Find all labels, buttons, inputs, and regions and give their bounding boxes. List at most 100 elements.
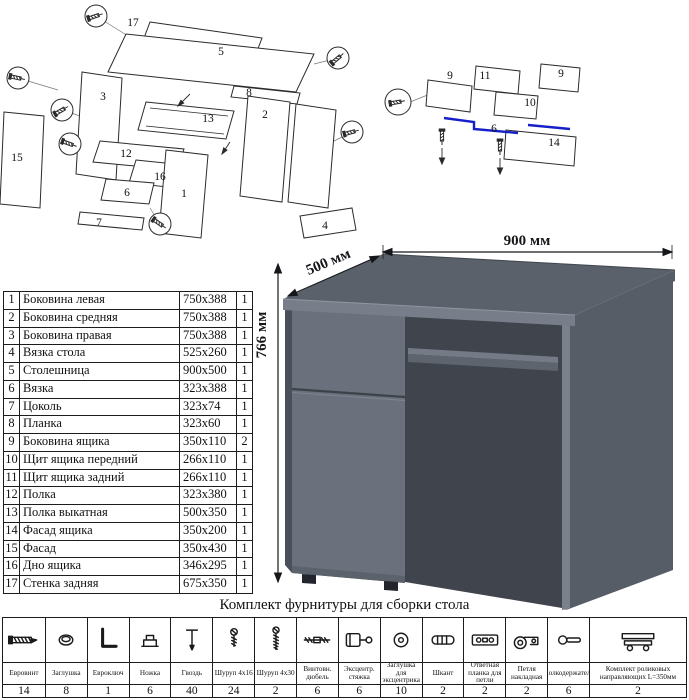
drawer-seam bbox=[291, 387, 406, 399]
hardware-item-label: Евровинт bbox=[3, 662, 45, 684]
foot-icon bbox=[130, 618, 171, 662]
panel-desk-brace-4 bbox=[299, 207, 357, 239]
hardware-item-qty: 2 bbox=[255, 684, 296, 697]
tabletop-top bbox=[283, 254, 675, 315]
parts-cell-qty: 1 bbox=[236, 521, 253, 541]
part-label: 13 bbox=[202, 113, 214, 125]
parts-cell-size: 350x430 bbox=[179, 539, 237, 559]
part-number-labels: 9 11 9 10 6 14 bbox=[447, 68, 564, 149]
euroscrew-icon bbox=[3, 618, 45, 662]
part-label: 6 bbox=[124, 187, 130, 199]
pedestal-left-edge bbox=[285, 305, 292, 573]
keyboard-tray-top bbox=[408, 348, 558, 363]
parts-cell-num: 4 bbox=[3, 344, 20, 363]
cam-lock-icon bbox=[339, 618, 380, 662]
parts-cell-size: 750x388 bbox=[179, 326, 237, 346]
parts-cell-qty: 1 bbox=[236, 504, 253, 523]
part-label: 15 bbox=[11, 152, 23, 164]
panel-drawer-facade-14 bbox=[503, 129, 577, 167]
panel-side-2 bbox=[239, 95, 291, 203]
hardware-item-label: Полкодержатель bbox=[548, 662, 589, 684]
hardware-item-label: Ответная планка для петли bbox=[464, 662, 506, 684]
hardware-item-qty: 14 bbox=[3, 684, 45, 697]
hardware-item-qty: 2 bbox=[464, 684, 506, 697]
hardware-item-label: Винтовн. дюбель bbox=[297, 662, 338, 684]
panel-side-extra bbox=[287, 103, 337, 209]
parts-cell-qty: 1 bbox=[236, 415, 253, 434]
tabletop-back-line bbox=[382, 253, 676, 271]
parts-cell-num: 1 bbox=[3, 291, 20, 310]
dimension-height bbox=[273, 262, 283, 584]
parts-cell-qty: 1 bbox=[236, 575, 253, 594]
parts-cell-qty: 1 bbox=[236, 397, 253, 417]
pedestal-plinth bbox=[292, 566, 405, 583]
hardware-item-label: Заглушка для эксцентрика bbox=[380, 662, 422, 684]
parts-cell-name: Планка bbox=[19, 415, 180, 434]
part-label: 3 bbox=[100, 91, 106, 103]
panel-drawer-side-9b bbox=[538, 63, 581, 93]
hardware-item-qty: 6 bbox=[129, 684, 171, 697]
parts-cell-name: Дно ящика bbox=[19, 557, 180, 576]
main-exploded-diagram: 17 5 8 3 13 12 15 16 6 1 2 4 7 bbox=[0, 4, 364, 239]
parts-cell-num: 5 bbox=[3, 362, 20, 381]
parts-cell-num: 11 bbox=[3, 468, 20, 488]
parts-cell-name: Фасад ящика bbox=[19, 521, 180, 541]
direction-arrows bbox=[176, 93, 231, 156]
parts-cell-size: 900x500 bbox=[179, 362, 237, 381]
hardware-item-qty: 1 bbox=[87, 684, 129, 697]
hardware-item-qty: 2 bbox=[506, 684, 548, 697]
parts-cell-num: 3 bbox=[3, 326, 20, 346]
tabletop-right-edge bbox=[575, 270, 675, 326]
hexkey-icon bbox=[88, 618, 129, 662]
part-label: 11 bbox=[479, 70, 490, 82]
hardware-item-qty: 8 bbox=[45, 684, 87, 697]
desk-foot bbox=[384, 581, 398, 591]
hardware-item-qty: 6 bbox=[548, 684, 589, 697]
parts-cell-name: Полка выкатная bbox=[19, 504, 180, 523]
parts-cell-num: 7 bbox=[3, 397, 20, 417]
dowel-screw-icon bbox=[297, 618, 338, 662]
parts-cell-name: Боковина ящика bbox=[19, 433, 180, 452]
hardware-kit-title: Комплект фурнитуры для сборки стола bbox=[219, 597, 470, 613]
panel-drawer-side-9a bbox=[425, 79, 473, 113]
parts-cell-size: 525x260 bbox=[179, 344, 237, 363]
parts-cell-num: 16 bbox=[3, 557, 20, 576]
parts-cell-name: Щит ящика задний bbox=[19, 468, 180, 488]
parts-cell-size: 323x388 bbox=[179, 379, 237, 399]
part-label: 5 bbox=[218, 46, 224, 58]
part-label: 10 bbox=[524, 97, 536, 109]
parts-cell-num: 6 bbox=[3, 379, 20, 399]
part-label: 9 bbox=[558, 68, 564, 80]
parts-cell-name: Вязка стола bbox=[19, 344, 180, 363]
part-label: 16 bbox=[154, 171, 166, 183]
hardware-item-label: Ножка bbox=[129, 662, 171, 684]
panel-drawer-front-10 bbox=[493, 91, 539, 120]
parts-cell-num: 2 bbox=[3, 308, 20, 328]
part-label: 2 bbox=[262, 109, 268, 121]
hardware-item-qty: 6 bbox=[297, 684, 338, 697]
hardware-item-qty: 10 bbox=[380, 684, 422, 697]
parts-cell-name: Боковина левая bbox=[19, 291, 180, 310]
part-label: 1 bbox=[181, 188, 187, 200]
parts-cell-qty: 2 bbox=[236, 433, 253, 452]
parts-cell-size: 266x110 bbox=[179, 450, 237, 470]
parts-cell-size: 266x110 bbox=[179, 468, 237, 488]
parts-cell-name: Цоколь bbox=[19, 397, 180, 417]
